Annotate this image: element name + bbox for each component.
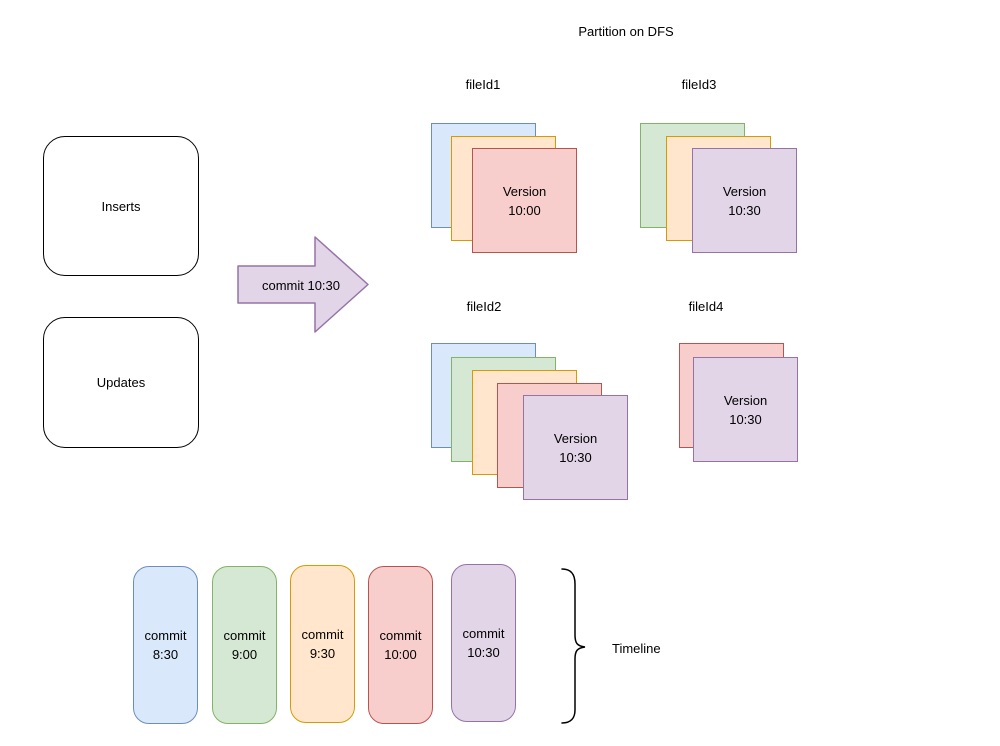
commit-line2: 9:00 [231, 647, 258, 662]
commit-label: commit 10:00 [380, 626, 422, 664]
commit-line2: 10:00 [384, 647, 417, 662]
commit-arrow-label: commit 10:30 [261, 278, 341, 293]
commit-label: commit 10:30 [463, 624, 505, 662]
version-line2: 10:00 [508, 202, 541, 218]
version-line1: Version [722, 183, 767, 199]
file-group-label: fileId1 [465, 77, 501, 92]
commit-line1: commit [223, 628, 266, 643]
commit-pill: commit 10:30 [451, 564, 516, 722]
commit-line1: commit [301, 627, 344, 642]
commit-arrow-shape [237, 236, 369, 333]
commit-line2: 8:30 [152, 647, 179, 662]
version-line1: Version [723, 392, 768, 408]
file-version-current: Version 10:30 [692, 148, 797, 253]
version-label: Version 10:30 [723, 182, 766, 220]
curly-brace-icon [561, 568, 586, 724]
file-group-label: fileId2 [466, 299, 502, 314]
version-label: Version 10:30 [554, 429, 597, 467]
commit-line2: 9:30 [309, 646, 336, 661]
commit-label: commit 8:30 [145, 626, 187, 664]
commit-line1: commit [379, 628, 422, 643]
commit-line1: commit [144, 628, 187, 643]
commit-pill: commit 10:00 [368, 566, 433, 724]
commit-pill: commit 8:30 [133, 566, 198, 724]
diagram-title: Partition on DFS [578, 24, 674, 39]
version-line1: Version [502, 183, 547, 199]
version-line2: 10:30 [559, 449, 592, 465]
updates-label: Updates [96, 375, 146, 390]
commit-pill: commit 9:00 [212, 566, 277, 724]
version-line2: 10:30 [729, 411, 762, 427]
commit-arrow-icon [237, 236, 369, 333]
commit-line2: 10:30 [467, 645, 500, 660]
commit-pill: commit 9:30 [290, 565, 355, 723]
file-version-current: Version 10:00 [472, 148, 577, 253]
commit-label: commit 9:30 [302, 625, 344, 663]
file-version-current: Version 10:30 [693, 357, 798, 462]
curly-brace-path [561, 568, 586, 724]
version-line2: 10:30 [728, 202, 761, 218]
inserts-box: Inserts [43, 136, 199, 276]
file-group-label: fileId3 [681, 77, 717, 92]
file-version-current: Version 10:30 [523, 395, 628, 500]
commit-label: commit 9:00 [224, 626, 266, 664]
file-group-label: fileId4 [688, 299, 724, 314]
updates-box: Updates [43, 317, 199, 448]
timeline-label: Timeline [612, 641, 661, 656]
inserts-label: Inserts [101, 198, 141, 214]
version-label: Version 10:00 [503, 182, 546, 220]
version-line1: Version [553, 430, 598, 446]
version-label: Version 10:30 [724, 391, 767, 429]
commit-line1: commit [462, 626, 505, 641]
